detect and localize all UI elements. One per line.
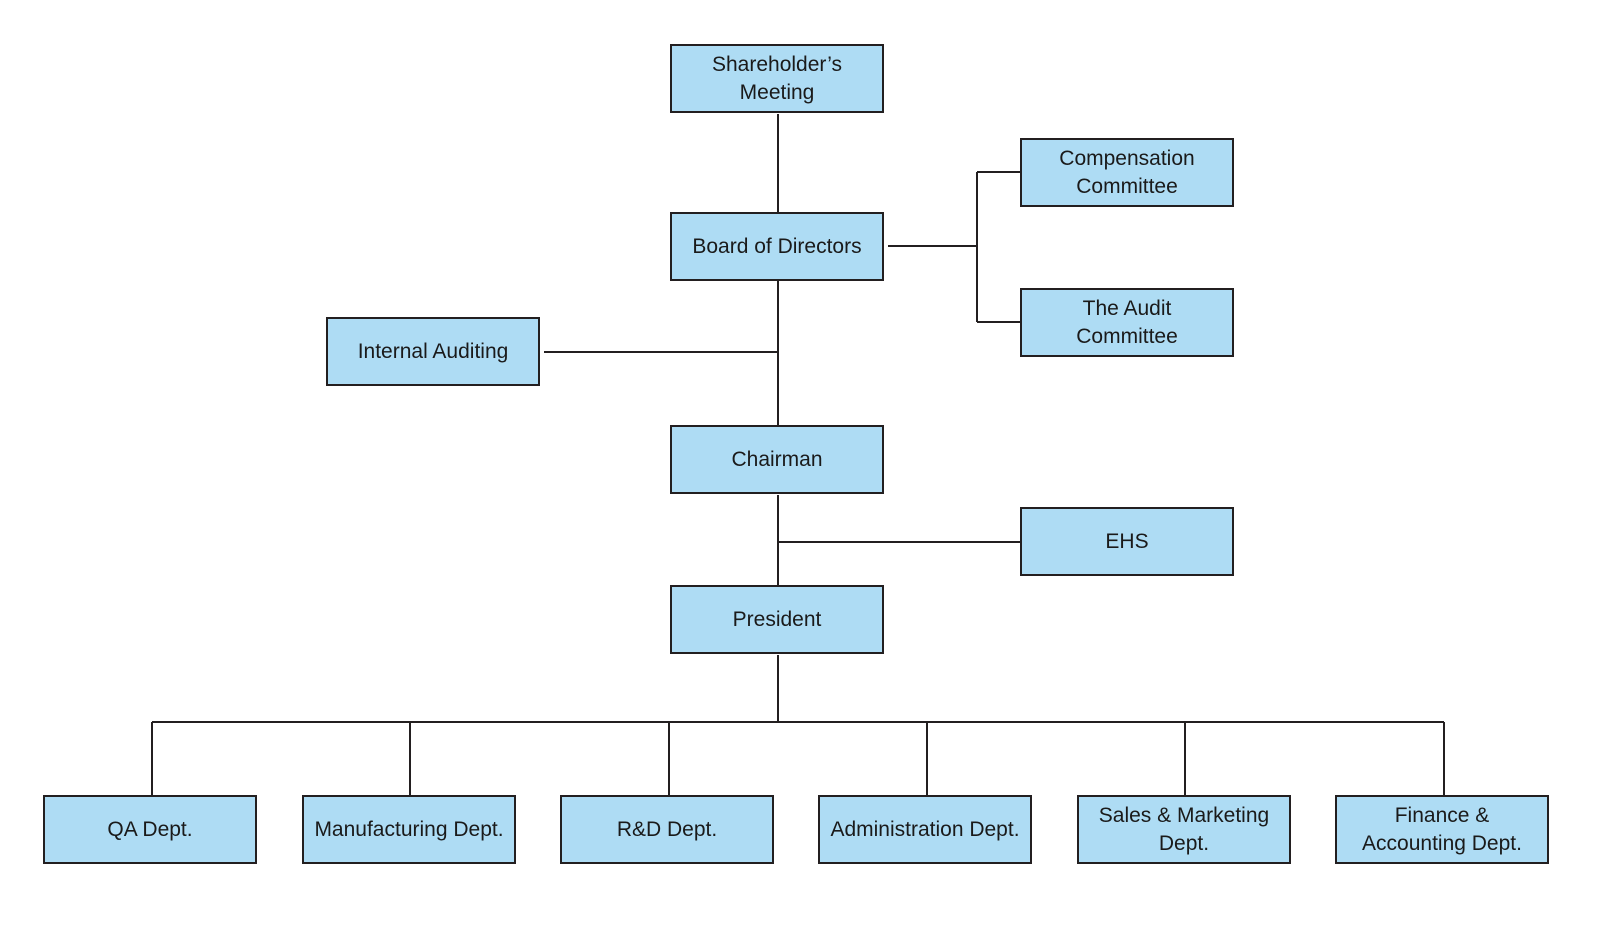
node-label: QA Dept. <box>107 817 193 841</box>
node-ehs: EHS <box>1020 507 1234 576</box>
node-dept-finance-accounting: Finance & Accounting Dept. <box>1335 795 1549 864</box>
node-board-of-directors: Board of Directors <box>670 212 884 281</box>
node-label: The Audit Committee <box>1076 296 1178 348</box>
node-label: Manufacturing Dept. <box>314 817 504 841</box>
node-label: EHS <box>1105 529 1149 553</box>
node-label: Administration Dept. <box>830 817 1020 841</box>
node-label: R&D Dept. <box>616 817 718 841</box>
node-shareholders-meeting: Shareholder’s Meeting <box>670 44 884 113</box>
node-dept-sales-marketing: Sales & Marketing Dept. <box>1077 795 1291 864</box>
node-label: President <box>732 607 822 631</box>
node-label: Internal Auditing <box>357 339 509 363</box>
node-president: President <box>670 585 884 654</box>
node-label: Shareholder’s Meeting <box>712 52 842 104</box>
node-label: Compensation Committee <box>1059 146 1195 198</box>
node-compensation-committee: Compensation Committee <box>1020 138 1234 207</box>
node-label: Board of Directors <box>692 234 862 258</box>
node-label: Finance & Accounting Dept. <box>1362 803 1522 855</box>
node-label: Sales & Marketing Dept. <box>1098 803 1270 855</box>
node-chairman: Chairman <box>670 425 884 494</box>
node-dept-rnd: R&D Dept. <box>560 795 774 864</box>
node-dept-manufacturing: Manufacturing Dept. <box>302 795 516 864</box>
node-label: Chairman <box>731 447 823 471</box>
node-internal-auditing: Internal Auditing <box>326 317 540 386</box>
node-dept-administration: Administration Dept. <box>818 795 1032 864</box>
node-dept-qa: QA Dept. <box>43 795 257 864</box>
node-audit-committee: The Audit Committee <box>1020 288 1234 357</box>
